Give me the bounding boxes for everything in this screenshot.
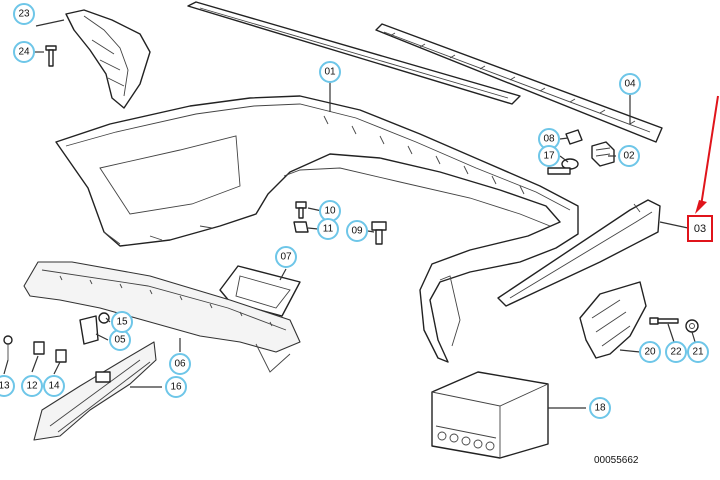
clip-part-12 (33, 341, 45, 355)
bumper-cover (55, 95, 579, 363)
callout-12: 12 (21, 375, 43, 397)
callout-04: 04 (619, 73, 641, 95)
svg-text:17: 17 (543, 151, 555, 162)
highlight-arrow (695, 95, 719, 214)
callout-09: 09 (346, 220, 368, 242)
callout-20: 20 (639, 341, 661, 363)
mounting-block (591, 141, 615, 167)
callout-24: 24 (13, 41, 35, 63)
wheel-arch-liner (579, 281, 647, 359)
callout-11: 11 (317, 218, 339, 240)
callout-02: 02 (618, 145, 640, 167)
screw-part-13 (3, 335, 13, 360)
callout-22: 22 (665, 341, 687, 363)
svg-text:06: 06 (174, 359, 186, 370)
svg-text:20: 20 (644, 347, 656, 358)
svg-text:14: 14 (48, 381, 60, 392)
bracket-part-05 (79, 315, 99, 345)
svg-text:09: 09 (351, 226, 363, 237)
svg-text:12: 12 (26, 381, 38, 392)
svg-text:02: 02 (623, 151, 635, 162)
bolt-part-22 (649, 317, 679, 325)
svg-text:23: 23 (18, 9, 30, 20)
callout-17: 17 (538, 145, 560, 167)
side-moulding (497, 199, 661, 307)
svg-text:24: 24 (18, 47, 30, 58)
lower-left-panel (33, 341, 157, 441)
clip-part-14 (55, 349, 67, 363)
callout-06: 06 (169, 353, 191, 375)
nut-part-11 (293, 221, 309, 233)
svg-text:18: 18 (594, 403, 606, 414)
callout-01: 01 (319, 61, 341, 83)
spring-nut-part-15 (98, 312, 110, 324)
top-moulding-strip (187, 1, 521, 105)
clip-fastener (565, 129, 583, 145)
callout-16: 16 (165, 376, 187, 398)
svg-text:04: 04 (624, 79, 636, 90)
svg-text:05: 05 (114, 335, 126, 346)
svg-text:10: 10 (324, 206, 336, 217)
callout-13: 13 (0, 375, 15, 397)
svg-text:22: 22 (670, 347, 682, 358)
leader-lines (3, 19, 697, 409)
callout-03-highlighted: 03 (687, 215, 713, 242)
callout-18: 18 (589, 397, 611, 419)
clip-part-09 (371, 221, 387, 245)
callout-23: 23 (13, 3, 35, 25)
small-screw (45, 45, 57, 67)
svg-text:15: 15 (116, 317, 128, 328)
parts-box (431, 371, 549, 459)
diagram-reference-code: 00055662 (594, 455, 639, 466)
upper-left-bracket (65, 9, 151, 109)
svg-text:21: 21 (692, 347, 704, 358)
callout-07: 07 (275, 246, 297, 268)
svg-text:08: 08 (543, 134, 555, 145)
lower-support (23, 261, 301, 373)
upper-trim-strip (375, 23, 663, 143)
svg-text:07: 07 (280, 252, 292, 263)
svg-text:11: 11 (323, 224, 334, 235)
bolt-with-washer (547, 158, 579, 175)
svg-text:01: 01 (324, 67, 336, 78)
svg-text:13: 13 (0, 381, 10, 392)
nut-part-21 (685, 319, 699, 333)
callout-21: 21 (687, 341, 709, 363)
bolt-part-10 (295, 201, 307, 219)
svg-text:03: 03 (694, 223, 706, 235)
callout-14: 14 (43, 375, 65, 397)
callout-10: 10 (319, 200, 341, 222)
callout-05: 05 (109, 329, 131, 351)
callout-15: 15 (111, 311, 133, 333)
svg-text:16: 16 (170, 382, 182, 393)
